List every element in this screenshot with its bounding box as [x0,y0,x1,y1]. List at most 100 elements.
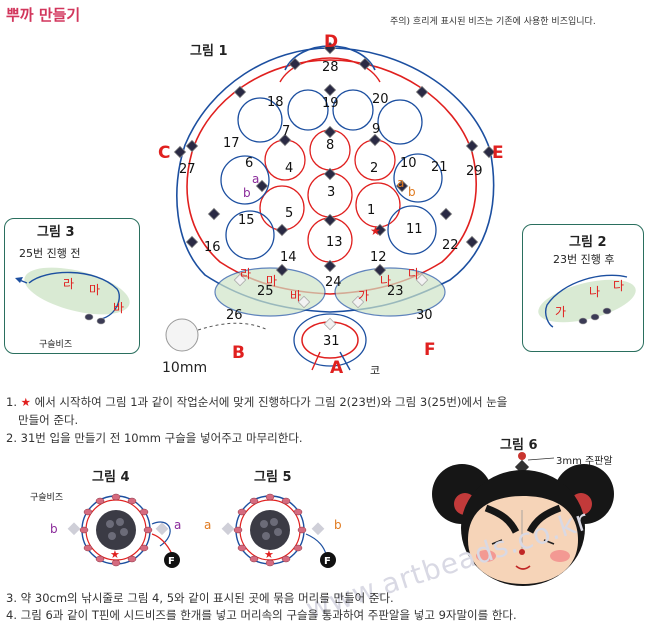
figure6-label: 그림 6 [500,438,538,453]
figure5-mark-b: b [334,518,342,532]
cell-28: 28 [322,60,339,75]
figure2-label: 그림 2 [569,235,607,250]
instruction-3: 3. 약 30cm의 낚시줄로 그림 4, 5와 같이 표시된 곳에 묶음 머리… [6,590,394,607]
cell-15: 15 [238,213,255,228]
figure3-box: 그림 3 25번 진행 전 라 마 바 구슬비즈 [4,218,140,354]
cell-31: 31 [323,334,340,349]
point-b: B [232,343,245,363]
fig1-bead-ra: 라 [240,267,252,281]
instruction-1-cont: 만들어 준다. [18,413,79,427]
point-d: D [324,32,339,52]
figure1-10mm-guide [197,322,269,331]
figure2-box: 그림 2 23번 진행 후 가 나 다 [522,224,644,352]
instruction-2: 2. 31번 입을 만들기 전 10mm 구슬을 넣어주고 마무리한다. [6,430,303,447]
figure1-label: 그림 1 [190,44,228,59]
cell-24: 24 [325,275,342,290]
figure1-10mm-bead [165,318,199,352]
fig1-bead-ga: 가 [358,289,370,303]
cell-8: 8 [326,138,335,153]
instruction-4: 4. 그림 6과 같이 T핀에 시드비즈를 한개를 넣고 머리속의 구슬을 통과… [6,607,517,624]
cell-22: 22 [442,238,459,253]
cell-16: 16 [204,240,221,255]
cell-14: 14 [280,250,297,265]
svg-text:F: F [324,556,331,567]
fig1-bead-ba: 바 [290,289,302,303]
cell-29: 29 [466,164,483,179]
svg-text:★: ★ [110,548,120,561]
fig1-bead-ma: 마 [266,274,278,288]
figure1-faded-beads [233,273,429,331]
cell-25: 25 [257,284,274,299]
figure3-caption: 25번 진행 전 [19,247,81,260]
figure2-caption: 23번 진행 후 [553,253,615,266]
figure6-svg [432,452,614,586]
instruction-2-index: 2. [6,431,17,445]
cell-9: 9 [372,122,381,137]
figure3-svg [15,267,130,325]
cell-7: 7 [282,124,291,139]
figure2-bead-na: 나 [589,285,601,299]
figure2-svg [538,274,636,328]
figure1-top-loop-red [279,57,381,83]
instruction-4-text: 그림 6과 같이 T핀에 시드비즈를 한개를 넣고 머리속의 구슬을 통과하여 … [20,608,517,622]
figure6-bead-note: 3mm 주판알 [556,456,613,467]
fig1-mark-b-left: b [243,186,251,200]
instruction-1: 1. ★ 에서 시작하여 그림 1과 같이 작업순서에 맞게 진행하다가 그림 … [6,394,507,411]
cell-23: 23 [387,284,404,299]
fig1-bead-na: 나 [380,274,392,288]
cell-27: 27 [179,162,196,177]
cell-4: 4 [285,161,294,176]
point-f: F [424,340,436,360]
fig1-tip-label: 코 [370,364,381,377]
figure4-label: 그림 4 [92,470,130,485]
figure4-mark-a: a [174,518,182,532]
point-a: A [330,358,344,378]
cell-18: 18 [267,95,284,110]
start-star-icon: ★ [20,395,31,409]
figure1-arrow-a-right [339,351,351,371]
cell-12: 12 [370,250,387,265]
cell-19: 19 [322,96,339,111]
cell-17: 17 [223,136,240,151]
cell-20: 20 [372,92,389,107]
figure3-bead-ma: 마 [89,283,101,297]
figure1-inner-blue [220,89,443,260]
instruction-3-index: 3. [6,591,17,605]
instruction-2-text: 31번 입을 만들기 전 10mm 구슬을 넣어주고 마무리한다. [20,431,303,445]
fig1-mark-a-right: a [397,176,405,190]
cell-2: 2 [370,161,379,176]
figure1-start-star: ★ [370,224,381,238]
figure2-bead-da: 다 [613,279,625,293]
figure3-label: 그림 3 [37,225,75,240]
cell-26: 26 [226,308,243,323]
cell-3: 3 [327,185,336,200]
figure5-mark-a: a [204,518,212,532]
figure1-arrow-a-left [311,351,321,371]
figure2-bead-ga: 가 [555,305,567,319]
instruction-1-text: 에서 시작하여 그림 1과 같이 작업순서에 맞게 진행하다가 그림 2(23번… [34,395,508,409]
cell-11: 11 [406,222,423,237]
cell-1: 1 [367,203,376,218]
header-note: 주의) 흐리게 표시된 비즈는 기존에 사용한 비즈입니다. [390,17,596,27]
figure4-bead-note: 구슬비즈 [30,493,64,503]
figure3-bead-note: 구슬비즈 [39,340,73,350]
figure1-beads [173,41,496,277]
svg-text:★: ★ [264,548,274,561]
fig1-bead-da: 다 [408,267,420,281]
cell-10: 10 [400,156,417,171]
figure3-bead-ra: 라 [63,277,75,291]
figure4-svg: ★ F [67,493,180,568]
point-e: E [492,143,504,163]
cell-5: 5 [285,206,294,221]
figure1-mouth-loop-blue [293,313,367,367]
instruction-1-index: 1. [6,395,17,409]
cell-6: 6 [245,156,254,171]
figure3-bead-ba: 바 [113,301,125,315]
fig1-mark-a-left: a [252,172,260,186]
figure5-svg: ★ F [221,493,336,568]
fig1-mark-b-right: b [408,185,416,199]
cell-13: 13 [326,235,343,250]
point-c: C [158,143,171,163]
figure4-mark-b: b [50,522,58,536]
instruction-4-index: 4. [6,608,17,622]
